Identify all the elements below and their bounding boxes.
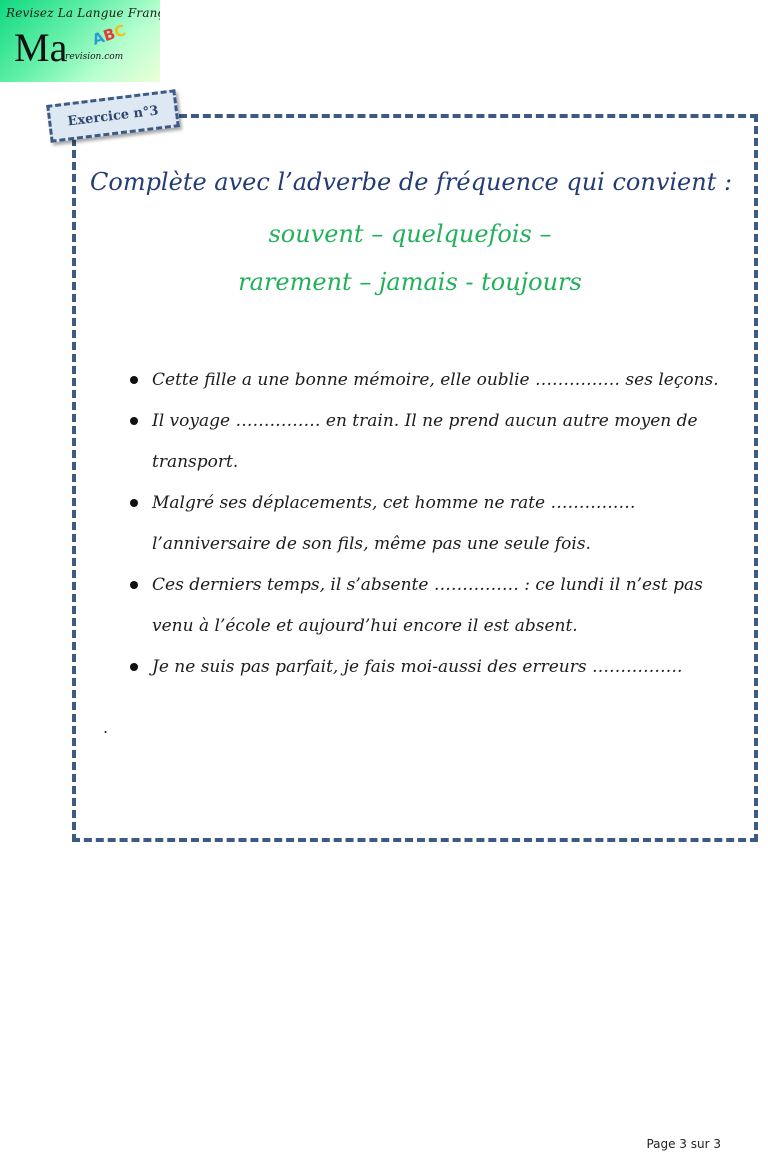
sentence-text: Je ne suis pas parfait, je fais moi-auss… (152, 657, 683, 677)
sentence-item: Malgré ses déplacements, cet homme ne ra… (128, 483, 738, 565)
sentence-item: Ces derniers temps, il s’absente …………… :… (128, 565, 738, 647)
bullet-icon (130, 581, 138, 589)
site-logo: Revisez La Langue Française ABC Ma -revi… (0, 0, 160, 82)
logo-ma: Ma (14, 25, 68, 70)
stray-mark: . (103, 718, 109, 737)
adverbs-line-1: souvent – quelquefois – (268, 220, 552, 248)
exercise-instruction: Complète avec l’adverbe de fréquence qui… (90, 168, 733, 196)
sentence-text: Il voyage …………… en train. Il ne prend au… (152, 411, 698, 472)
page-number: Page 3 sur 3 (646, 1137, 721, 1151)
logo-tagline: Revisez La Langue Française (6, 6, 160, 20)
bullet-icon (130, 376, 138, 384)
sentence-text: Malgré ses déplacements, cet homme ne ra… (152, 493, 636, 554)
sentence-item: Je ne suis pas parfait, je fais moi-auss… (128, 647, 738, 688)
sentence-text: Cette fille a une bonne mémoire, elle ou… (152, 370, 719, 390)
logo-site: -revision.com (62, 52, 124, 62)
sentence-item: Cette fille a une bonne mémoire, elle ou… (128, 360, 738, 401)
bullet-icon (130, 499, 138, 507)
sentence-list: Cette fille a une bonne mémoire, elle ou… (128, 360, 738, 688)
logo-abc-letters: ABC (90, 21, 128, 49)
adverbs-line-2: rarement – jamais - toujours (238, 268, 582, 296)
sentence-item: Il voyage …………… en train. Il ne prend au… (128, 401, 738, 483)
exercise-tag-label: Exercice n°3 (66, 102, 160, 130)
bullet-icon (130, 417, 138, 425)
sentence-text: Ces derniers temps, il s’absente …………… :… (152, 575, 703, 636)
bullet-icon (130, 663, 138, 671)
exercise-frame (72, 114, 758, 842)
